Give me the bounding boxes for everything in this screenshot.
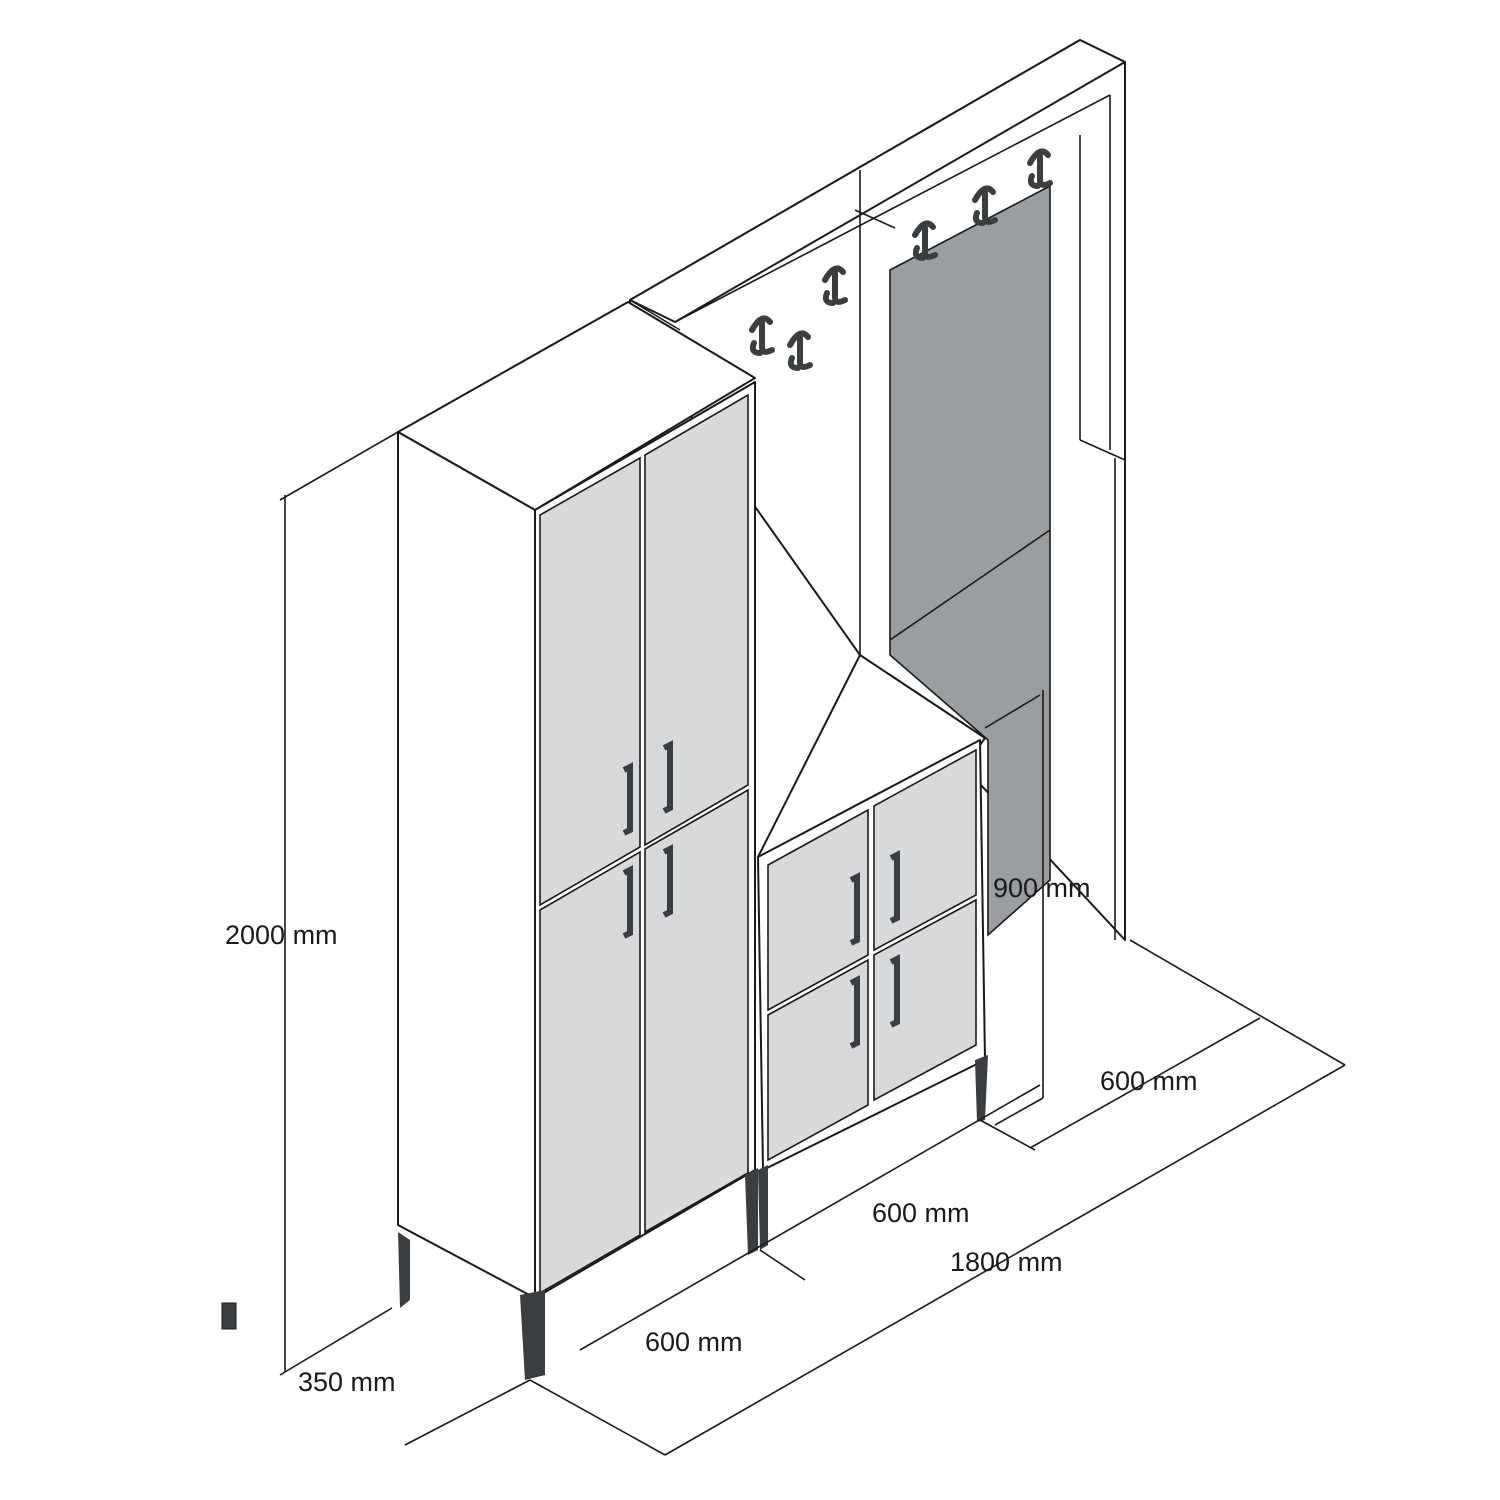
coat-hook — [912, 220, 938, 261]
dimension-lines — [279, 431, 1346, 1456]
leg — [745, 1168, 758, 1255]
door-lower-right[interactable] — [644, 788, 749, 1234]
door-upper-right[interactable] — [644, 393, 749, 847]
coat-hook — [822, 265, 848, 306]
leg — [520, 1290, 545, 1380]
door-handle[interactable] — [889, 954, 900, 1028]
dim-shoe-cabinet-height-label: 900 mm — [993, 873, 1091, 903]
coat-hook — [972, 185, 998, 226]
door-handle[interactable] — [622, 762, 633, 836]
coat-hooks — [749, 148, 1053, 371]
door-lower-right[interactable] — [873, 898, 977, 1102]
door-handle[interactable] — [849, 872, 860, 946]
leg — [975, 1055, 988, 1122]
dim-total-width-label: 1800 mm — [950, 1247, 1063, 1277]
marker — [221, 1302, 237, 1330]
coat-hook — [787, 330, 813, 371]
door-upper-left[interactable] — [767, 808, 869, 1012]
door-handle[interactable] — [622, 865, 633, 939]
tall-cabinet — [397, 301, 758, 1380]
door-handle[interactable] — [662, 740, 673, 814]
dim-mirror-panel-width-label: 600 mm — [1100, 1066, 1198, 1096]
dim-tall-cabinet-width-label: 600 mm — [645, 1327, 743, 1357]
coat-hook — [1027, 148, 1053, 189]
leg — [398, 1232, 410, 1308]
coat-hook — [749, 315, 775, 356]
door-lower-left[interactable] — [767, 958, 869, 1162]
shoe-cabinet — [757, 654, 988, 1250]
dim-shoe-cabinet-width-label: 600 mm — [872, 1198, 970, 1228]
door-handle[interactable] — [849, 975, 860, 1049]
dim-height-label: 2000 mm — [225, 920, 338, 950]
door-handles — [622, 740, 900, 1049]
mirror-reflection-line — [889, 529, 1051, 641]
door-handle[interactable] — [662, 844, 673, 918]
door-handle[interactable] — [889, 850, 900, 924]
door-upper-left[interactable] — [539, 456, 641, 907]
dim-depth-label: 350 mm — [298, 1367, 396, 1397]
door-lower-left[interactable] — [539, 850, 641, 1295]
leg — [758, 1165, 768, 1250]
